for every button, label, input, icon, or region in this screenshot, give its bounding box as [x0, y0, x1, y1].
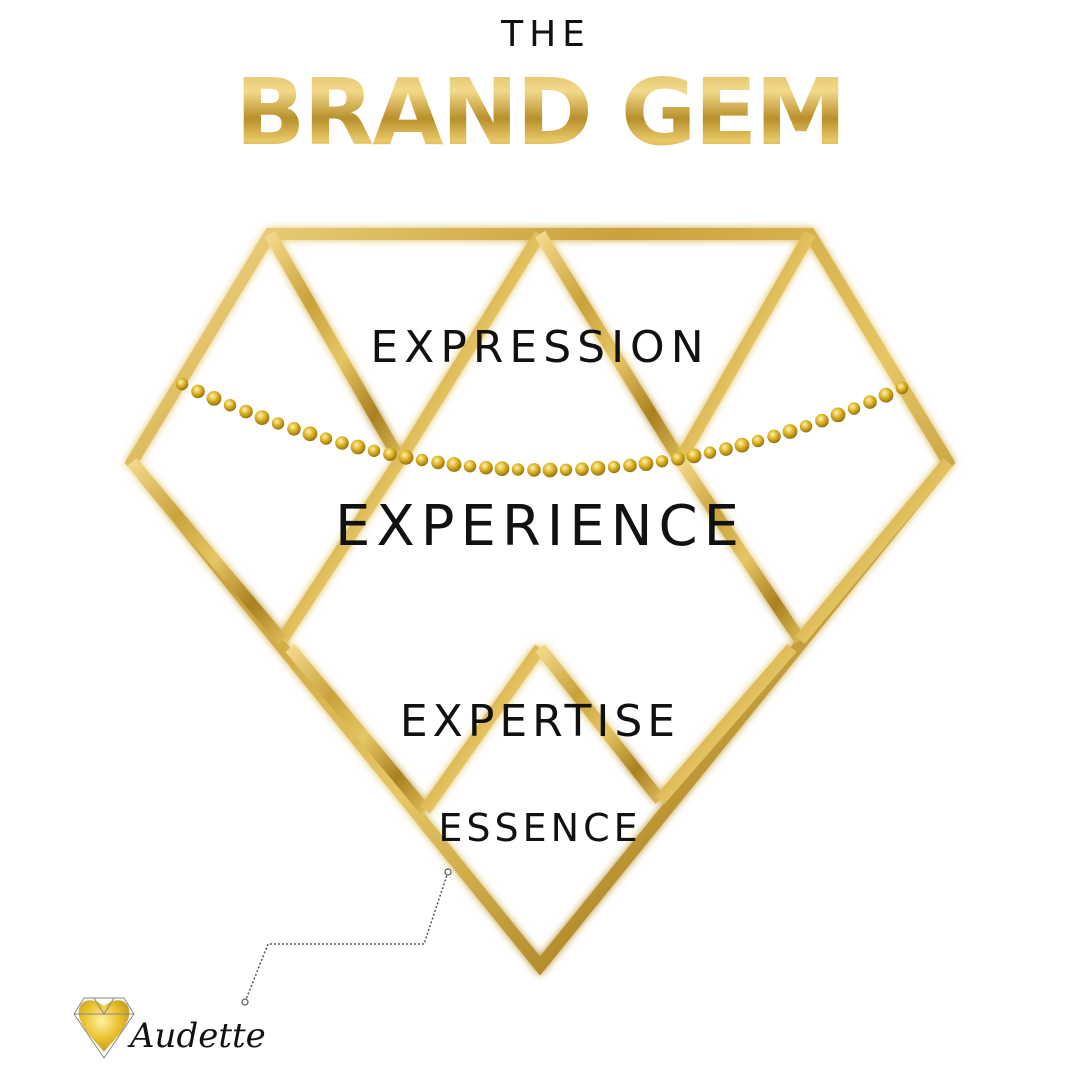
chain-bead: [559, 463, 573, 476]
chain-bead: [847, 402, 861, 415]
gem-facet-line: [264, 231, 406, 463]
page-title: BRAND GEM: [0, 58, 1080, 168]
gem-facet-line: [534, 230, 686, 464]
chain-bead: [254, 410, 270, 425]
gem-outer-frame: [124, 228, 956, 976]
brand-logo-text: Audette: [130, 1016, 266, 1056]
label-expression: EXPRESSION: [370, 322, 710, 373]
chain-bead: [863, 395, 877, 409]
chain-bead: [895, 381, 909, 395]
chain-bead: [878, 387, 894, 403]
gem-facet-line: [795, 458, 953, 644]
chain-bead: [302, 426, 318, 442]
chain-bead: [703, 446, 717, 459]
chain-bead: [607, 460, 621, 474]
chain-bead: [655, 455, 669, 468]
chain-bead: [431, 455, 445, 470]
chain-bead: [494, 461, 510, 477]
gem-facet-line: [285, 644, 430, 814]
chain-bead: [446, 457, 462, 472]
gold-bead-chain: [175, 377, 909, 478]
chain-bead: [239, 404, 253, 419]
chain-bead: [175, 377, 189, 391]
chain-bead: [350, 439, 366, 455]
chain-bead: [638, 456, 654, 471]
chain-bead: [590, 460, 606, 476]
chain-bead: [719, 442, 733, 456]
gold-heart-gem-icon: [73, 997, 135, 1059]
chain-bead: [799, 420, 813, 433]
chain-bead: [319, 432, 333, 445]
chain-bead: [815, 413, 829, 428]
gem-facet-line: [655, 644, 797, 804]
chain-bead: [398, 449, 414, 465]
gem-facet-line: [127, 458, 287, 644]
chain-bead: [511, 463, 525, 476]
chain-bead: [415, 453, 429, 467]
label-experience: EXPERIENCE: [334, 494, 746, 559]
chain-bead: [287, 422, 301, 436]
chain-bead: [751, 434, 765, 448]
gem-facet-line: [394, 230, 546, 464]
chain-bead: [335, 436, 349, 450]
chain-bead: [527, 463, 541, 477]
chain-bead: [479, 460, 493, 475]
pointer-dot: [241, 998, 249, 1006]
chain-bead: [542, 462, 558, 478]
logo-pointer-line: [244, 871, 449, 1003]
chain-bead: [223, 399, 237, 412]
gem-facet-line: [674, 231, 816, 463]
chain-bead: [623, 458, 637, 473]
pre-title: THE: [501, 14, 591, 55]
chain-bead: [271, 417, 285, 430]
gem-outline: [124, 228, 956, 976]
chain-bead: [686, 448, 702, 464]
label-essence: ESSENCE: [438, 806, 642, 850]
gem-facet-line: [535, 644, 665, 804]
chain-bead: [191, 384, 205, 399]
chain-bead: [671, 452, 685, 466]
chain-bead: [575, 462, 589, 477]
chain-bead: [767, 429, 781, 444]
chain-bead: [830, 407, 846, 423]
chain-bead: [206, 391, 222, 406]
pointer-dot: [444, 868, 452, 876]
chain-bead: [383, 447, 397, 462]
chain-bead: [463, 460, 477, 473]
chain-bead: [782, 424, 798, 439]
gem-facet-line: [420, 644, 545, 814]
label-expertise: EXPERTISE: [399, 696, 681, 747]
chain-bead: [367, 444, 381, 457]
gem-facet-line: [276, 456, 406, 644]
gem-facet-line: [675, 456, 805, 644]
chain-bead: [734, 437, 750, 453]
